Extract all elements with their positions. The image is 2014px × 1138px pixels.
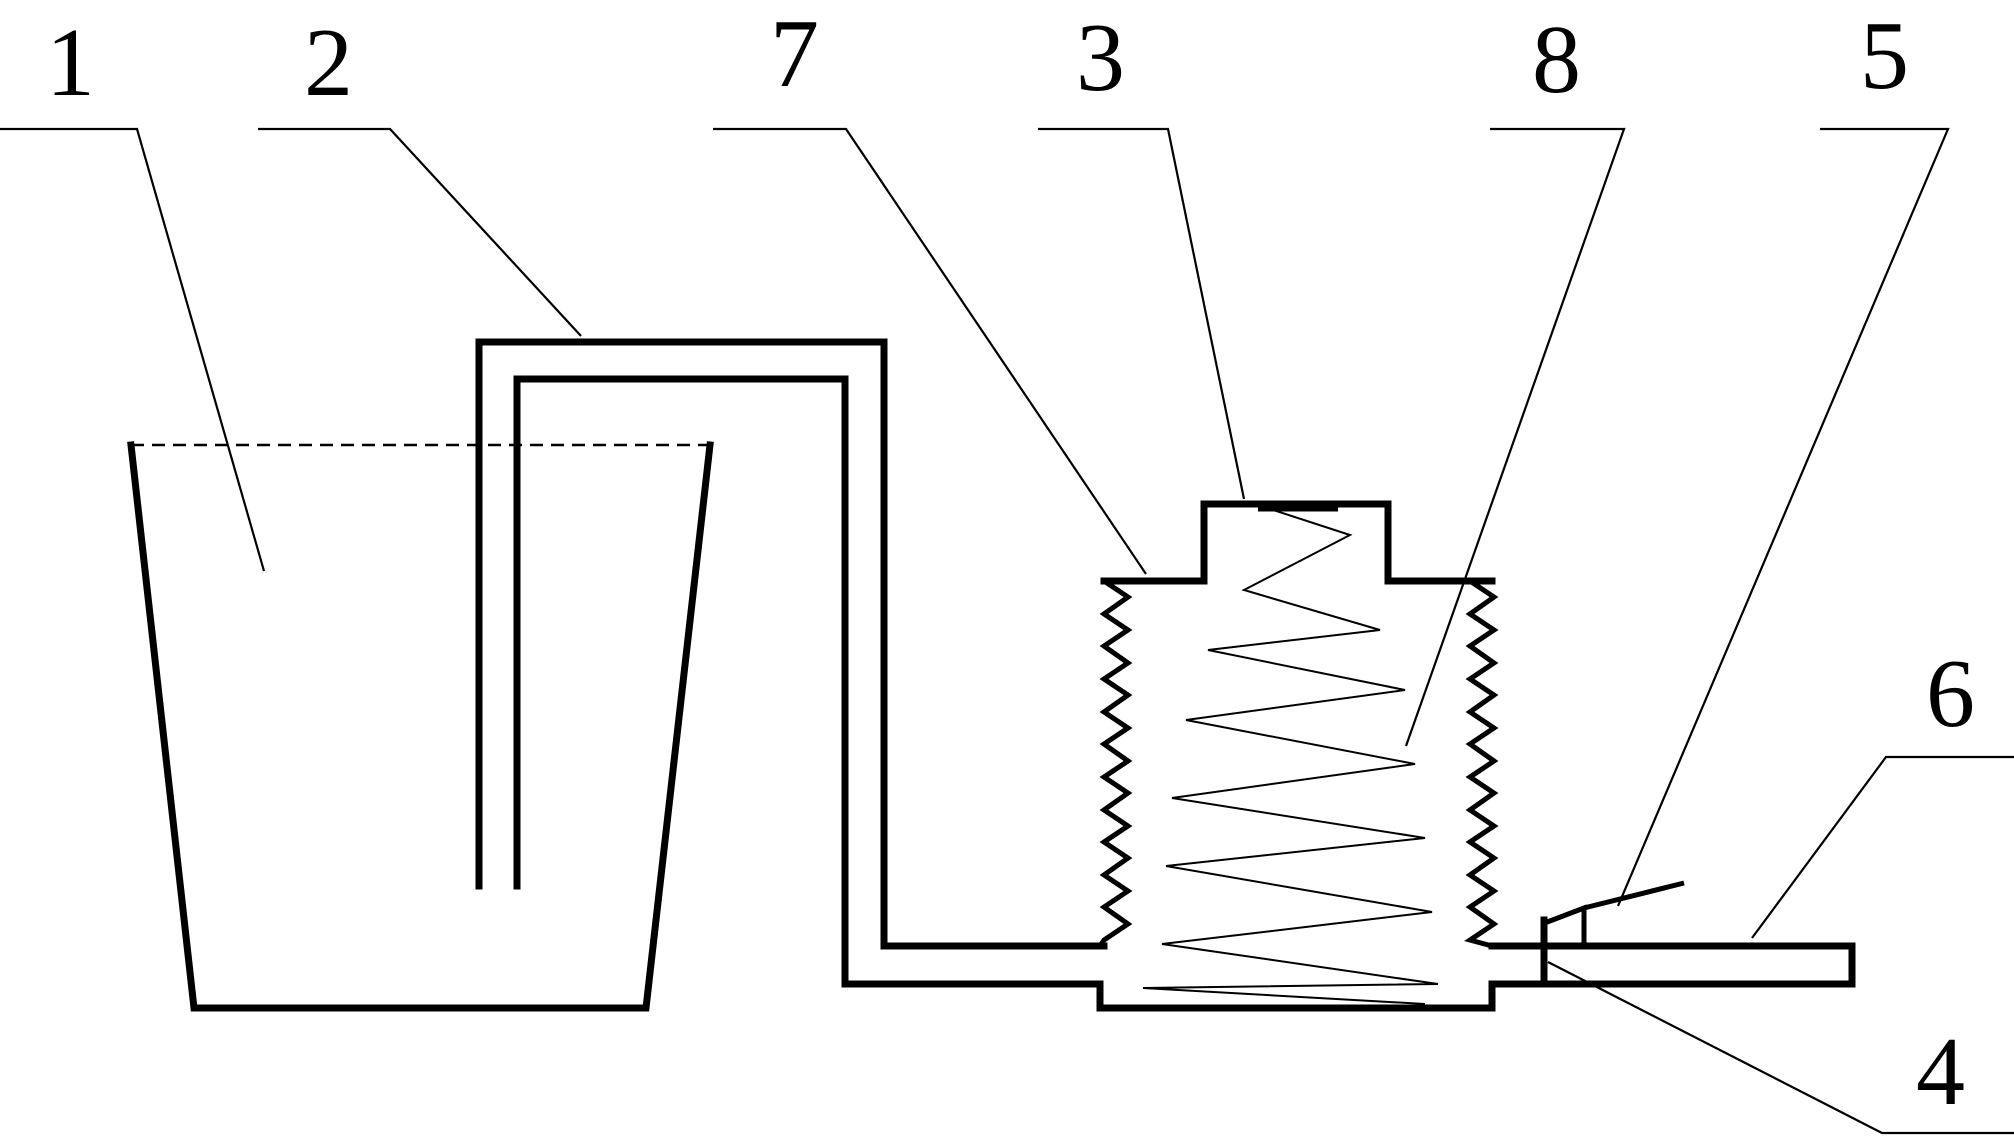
leader-line-4	[1547, 961, 2014, 1135]
container-1	[127, 441, 714, 1012]
label-5: 5	[1860, 2, 1909, 110]
leader-line-7	[713, 127, 1147, 575]
label-3: 3	[1076, 4, 1125, 112]
leader-line-2	[258, 127, 582, 337]
label-6: 6	[1926, 640, 1975, 748]
spring-8	[1142, 508, 1439, 1005]
leader-lines	[0, 127, 2014, 1135]
leader-line-6	[1751, 755, 2014, 939]
component-labels: 1 2 7 3 8 5 6 4	[46, 0, 1975, 1126]
lever-5	[1541, 880, 1685, 946]
label-2: 2	[304, 9, 353, 117]
bellows-housing-7	[1096, 500, 1499, 1012]
leader-line-1	[0, 127, 266, 572]
siphon-pipe-2	[475, 338, 1108, 988]
label-4: 4	[1916, 1018, 1965, 1126]
leader-line-5	[1616, 127, 1950, 907]
leader-line-3	[1038, 127, 1246, 500]
leader-line-8	[1404, 127, 1626, 747]
label-1: 1	[46, 9, 95, 117]
label-7: 7	[770, 0, 819, 108]
label-8: 8	[1532, 6, 1581, 114]
outlet-pipe-6	[1488, 942, 1856, 988]
